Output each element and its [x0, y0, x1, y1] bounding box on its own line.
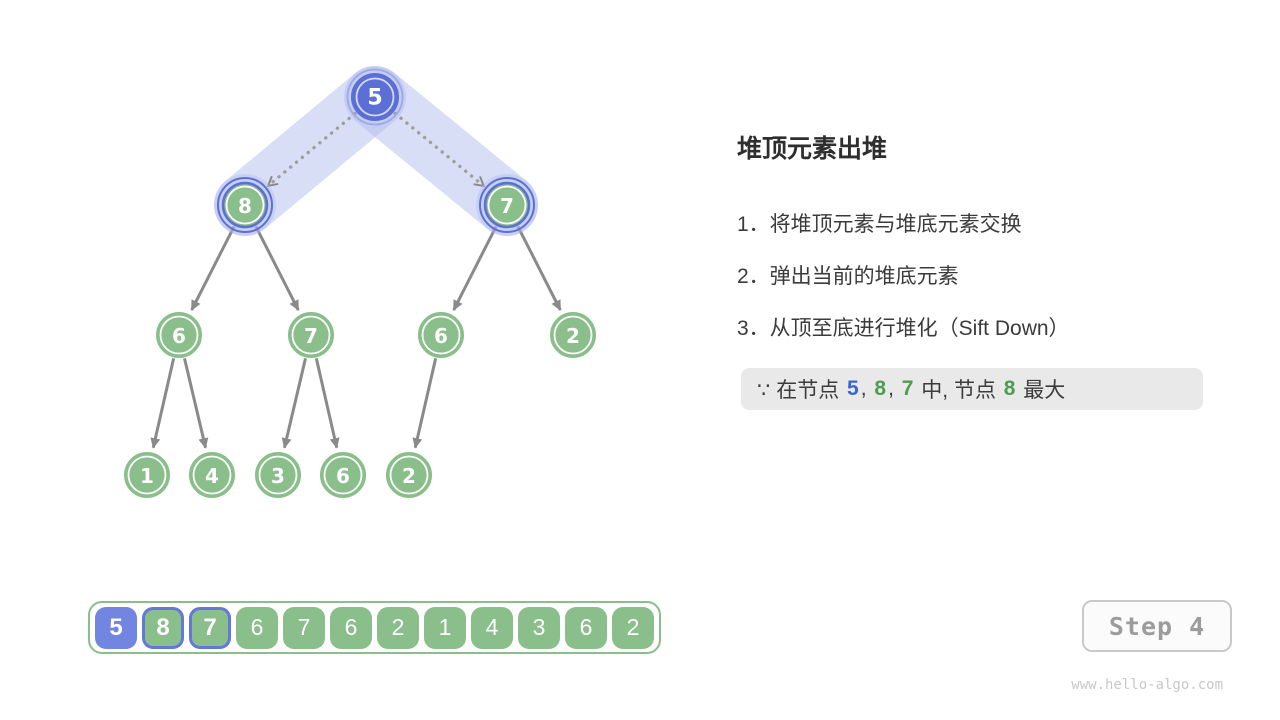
tree-node: 2: [550, 312, 596, 358]
watermark: www.hello-algo.com: [1071, 677, 1223, 693]
array-cell: 7: [283, 606, 325, 649]
tree-edge: [183, 358, 209, 449]
note-number: 5: [847, 377, 859, 400]
tree-node: 3: [255, 452, 301, 498]
tree-edge: [412, 358, 438, 449]
panel-title: 堆顶元素出堆: [737, 135, 888, 163]
array-cell: 1: [424, 606, 466, 649]
note-box: ∵ 在节点 5, 8, 7 中, 节点 8 最大: [741, 368, 1203, 410]
tree-edge: [314, 358, 340, 449]
note-text: 最大: [1017, 379, 1066, 402]
step-indicator-label: Step 4: [1108, 611, 1206, 641]
tree-node-value: 6: [336, 464, 350, 488]
note-text: ,: [888, 377, 900, 400]
array-cell: 2: [612, 606, 654, 649]
tree-node-value: 7: [500, 194, 514, 218]
step-list-item: 2．弹出当前的堆底元素: [737, 265, 959, 288]
tree-node-value: 6: [172, 324, 186, 348]
tree-edge: [190, 225, 236, 311]
step-list: 1．将堆顶元素与堆底元素交换 2．弹出当前的堆底元素 3．从顶至底进行堆化（Sift…: [737, 212, 1070, 368]
array-cell: 6: [236, 606, 278, 649]
note-number: 8: [874, 377, 887, 400]
step-list-item: 1．将堆顶元素与堆底元素交换: [737, 213, 1022, 236]
tree-node-value: 2: [402, 464, 416, 488]
tree-edge: [150, 358, 176, 449]
array-cell: 7: [189, 606, 231, 649]
tree-node: 1: [124, 452, 170, 498]
tree-node-value: 6: [434, 324, 448, 348]
tree-node-value: 4: [205, 464, 219, 488]
note-text: 中, 节点: [915, 379, 1002, 402]
tree-node: 6: [156, 312, 202, 358]
tree-edge: [254, 225, 300, 311]
array-cell: 4: [471, 606, 513, 649]
tree-node: 5: [346, 68, 404, 126]
step-list-item: 3．从顶至底进行堆化（Sift Down）: [737, 317, 1070, 340]
tree-node: 8: [214, 174, 276, 236]
tree-node: 6: [320, 452, 366, 498]
array-cell: 3: [518, 606, 560, 649]
tree-node-value: 2: [566, 324, 580, 348]
note-text: ,: [860, 377, 873, 400]
note-number: 7: [901, 377, 914, 400]
tree-node: 6: [418, 312, 464, 358]
array-cell: 6: [565, 606, 607, 649]
tree-node-value: 3: [271, 464, 285, 488]
tree-edge: [516, 225, 562, 311]
tree-edge: [281, 358, 307, 449]
tree-node-value: 8: [238, 194, 252, 218]
note-number: 8: [1003, 377, 1016, 400]
array-cell: 5: [95, 606, 137, 649]
array-cell: 8: [142, 606, 184, 649]
tree-node-value: 1: [140, 464, 154, 488]
tree-node: 7: [476, 174, 538, 236]
tree-node-value: 5: [367, 86, 382, 111]
note-text: ∵ 在节点: [757, 379, 846, 402]
tree-node: 2: [386, 452, 432, 498]
tree-node: 7: [288, 312, 334, 358]
tree-node: 4: [189, 452, 235, 498]
heap-tree-diagram: 5 8 7 6 7 6 2 1 4 3 6 2: [124, 66, 596, 498]
step-indicator: Step 4: [1082, 600, 1232, 652]
tree-edge: [452, 225, 498, 311]
array-cell: 2: [377, 606, 419, 649]
array-cell: 6: [330, 606, 372, 649]
tree-node-value: 7: [304, 324, 318, 348]
